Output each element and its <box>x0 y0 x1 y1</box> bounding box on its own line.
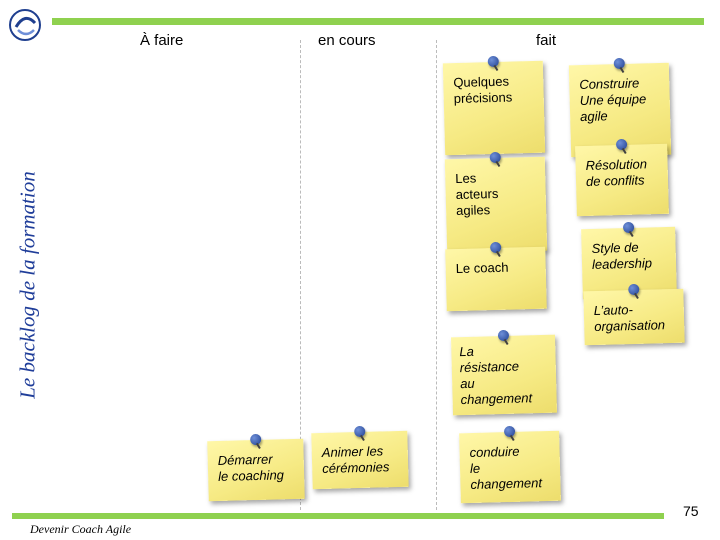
column-header-todo: À faire <box>140 32 183 49</box>
column-header-done: fait <box>536 32 556 49</box>
footer-text: Devenir Coach Agile <box>30 522 131 537</box>
page-number: 75 <box>683 503 699 519</box>
note-label: Résolution de conflits <box>585 156 662 190</box>
column-header-doing: en cours <box>318 32 376 49</box>
sticky-note[interactable]: conduire le changement <box>459 431 561 504</box>
pushpin-icon <box>504 426 515 437</box>
pushpin-icon <box>490 152 501 163</box>
sticky-note[interactable]: L’auto- organisation <box>583 289 684 346</box>
pushpin-icon <box>614 58 625 69</box>
sticky-note[interactable]: Le coach <box>445 247 547 312</box>
sticky-note[interactable]: Quelques précisions <box>443 61 545 156</box>
pushpin-icon <box>616 139 627 150</box>
note-label: conduire le changement <box>469 443 554 493</box>
pushpin-icon <box>498 330 509 341</box>
top-accent-bar <box>52 18 704 25</box>
sticky-note[interactable]: Résolution de conflits <box>575 144 669 216</box>
bottom-accent-bar <box>12 513 664 519</box>
pushpin-icon <box>623 222 634 233</box>
pushpin-icon <box>488 56 499 67</box>
note-label: Le coach <box>456 259 540 277</box>
sticky-note[interactable]: La résistance au changement <box>451 335 557 416</box>
logo-icon <box>8 8 42 42</box>
note-label: Style de leadership <box>591 239 670 273</box>
note-label: Animer les cérémonies <box>322 443 403 477</box>
pushpin-icon <box>490 242 501 253</box>
note-label: La résistance au changement <box>459 342 551 408</box>
pushpin-icon <box>628 284 639 295</box>
note-label: L’auto- organisation <box>594 301 679 335</box>
sticky-note[interactable]: Les acteurs agiles <box>445 157 547 254</box>
board-title: Le backlog de la formation <box>16 171 41 398</box>
column-divider <box>436 40 437 510</box>
note-label: Quelques précisions <box>453 73 538 107</box>
note-label: Les acteurs agiles <box>455 169 540 219</box>
note-label: Démarrer le coaching <box>218 451 299 485</box>
pushpin-icon <box>250 434 261 445</box>
note-label: Construire Une équipe agile <box>579 75 664 125</box>
sticky-note[interactable]: Démarrer le coaching <box>207 439 305 501</box>
pushpin-icon <box>354 426 365 437</box>
sticky-note[interactable]: Animer les cérémonies <box>311 431 408 489</box>
